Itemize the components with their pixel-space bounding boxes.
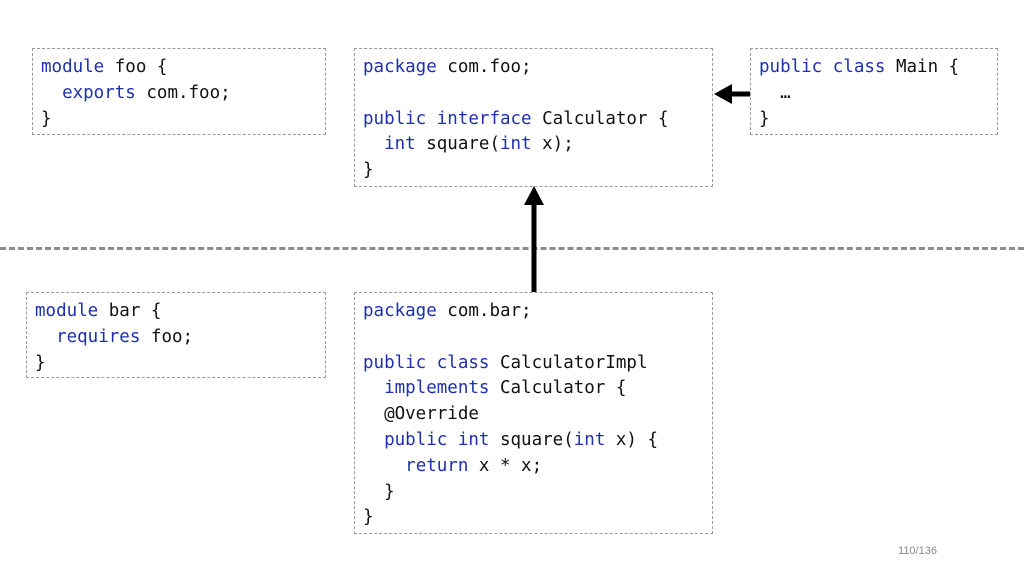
uses-arrow — [714, 84, 750, 104]
code-keyword: int — [457, 429, 490, 450]
implements-arrow — [524, 186, 544, 292]
code-text — [363, 430, 384, 450]
module-bar-box: module bar { requires foo;} — [26, 292, 326, 378]
calculator-impl-code: package com.bar; public class CalculatorI… — [363, 299, 704, 531]
code-line: return x * x; — [363, 454, 704, 480]
code-line: … — [759, 81, 989, 107]
code-text: @Override — [363, 404, 479, 425]
module-boundary-separator — [0, 247, 1024, 250]
code-text — [363, 378, 384, 398]
code-keyword: public — [363, 108, 427, 129]
code-text: Calculator { — [489, 378, 627, 399]
code-line: } — [759, 107, 989, 133]
code-keyword: public — [759, 57, 823, 77]
code-text: square( — [489, 429, 574, 450]
code-keyword: exports — [62, 82, 136, 103]
code-text: } — [363, 160, 374, 181]
code-keyword: class — [832, 57, 886, 77]
code-text: } — [363, 507, 374, 528]
code-line: requires foo; — [35, 325, 317, 351]
code-keyword: package — [363, 57, 437, 77]
calculator-interface-box: package com.foo; public interface Calcula… — [354, 48, 713, 187]
code-text: CalculatorImpl — [489, 352, 648, 373]
code-keyword: int — [573, 429, 606, 450]
code-text — [41, 83, 62, 103]
code-keyword: int — [384, 134, 416, 155]
code-line: public class CalculatorImpl — [363, 351, 704, 377]
code-text — [822, 57, 833, 77]
code-line — [363, 325, 704, 351]
code-line: exports com.foo; — [41, 81, 317, 107]
code-text: com.foo; — [135, 82, 231, 103]
code-line: @Override — [363, 402, 704, 428]
code-text: } — [363, 481, 395, 502]
code-text: com.foo; — [436, 57, 532, 77]
calculator-impl-box: package com.bar; public class CalculatorI… — [354, 292, 713, 534]
page-number: 110/136 — [898, 545, 937, 557]
code-text: } — [35, 352, 46, 373]
code-text: x * x; — [468, 455, 543, 476]
code-text: com.bar; — [436, 301, 532, 321]
code-line: } — [363, 505, 704, 531]
code-line: implements Calculator { — [363, 376, 704, 402]
code-keyword: public — [384, 429, 448, 450]
code-keyword: module — [41, 57, 105, 77]
main-class-box: public class Main { …} — [750, 48, 998, 135]
code-line — [363, 81, 704, 107]
code-line: public class Main { — [759, 55, 989, 81]
code-text — [426, 353, 437, 373]
code-keyword: public — [363, 352, 427, 373]
code-text: x) { — [605, 429, 659, 450]
code-text: Main { — [885, 57, 960, 77]
code-text: square( — [415, 134, 500, 155]
code-text: x); — [531, 134, 574, 155]
code-line: package com.bar; — [363, 299, 704, 325]
code-text: } — [759, 108, 770, 129]
code-line: module foo { — [41, 55, 317, 81]
code-text — [363, 456, 405, 476]
code-keyword: class — [436, 352, 490, 373]
code-line: } — [41, 107, 317, 133]
code-keyword: implements — [384, 378, 490, 399]
code-line: package com.foo; — [363, 55, 704, 81]
code-keyword: package — [363, 301, 437, 321]
code-line: } — [35, 351, 317, 377]
module-foo-code: module foo { exports com.foo;} — [41, 55, 317, 132]
code-keyword: requires — [56, 326, 141, 347]
code-text — [35, 327, 56, 347]
code-line: } — [363, 158, 704, 184]
code-line: module bar { — [35, 299, 317, 325]
module-bar-code: module bar { requires foo;} — [35, 299, 317, 376]
code-text: Calculator { — [531, 108, 669, 129]
code-text — [363, 134, 384, 154]
code-line: public int square(int x) { — [363, 428, 704, 454]
code-text — [426, 109, 437, 129]
calculator-interface-code: package com.foo; public interface Calcula… — [363, 55, 704, 184]
code-text: } — [41, 108, 52, 129]
code-line: int square(int x); — [363, 132, 704, 158]
code-text: foo { — [104, 57, 168, 77]
code-keyword: return — [405, 455, 469, 476]
code-keyword: interface — [436, 108, 532, 129]
main-class-code: public class Main { …} — [759, 55, 989, 132]
code-text — [447, 430, 458, 450]
code-keyword: module — [35, 301, 99, 321]
code-text: foo; — [140, 326, 194, 347]
code-keyword: int — [499, 134, 532, 155]
code-text: … — [759, 82, 791, 103]
code-text: bar { — [98, 301, 162, 321]
code-line: } — [363, 480, 704, 506]
code-line: public interface Calculator { — [363, 107, 704, 133]
module-foo-box: module foo { exports com.foo;} — [32, 48, 326, 135]
